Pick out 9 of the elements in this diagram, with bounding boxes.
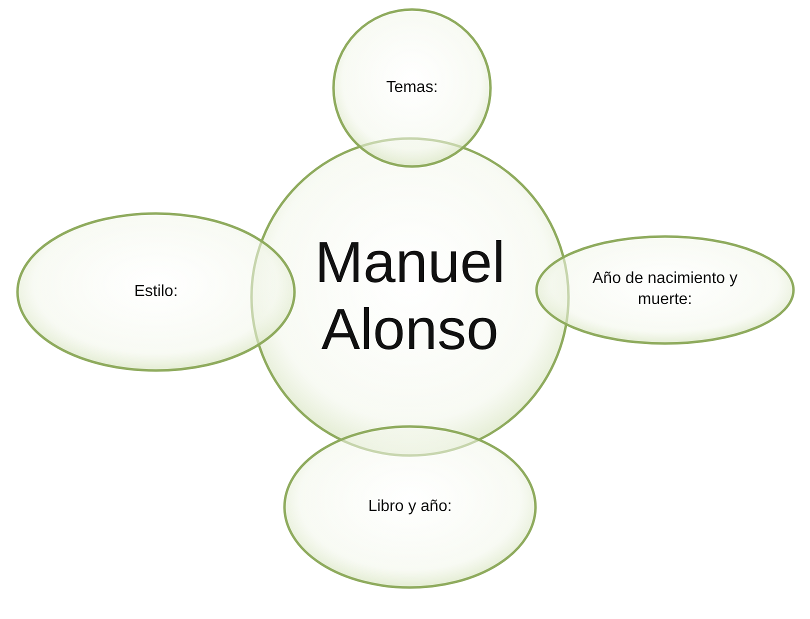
title-text: Manuel Alonso: [314, 230, 506, 364]
ellipse-node: [283, 425, 537, 589]
node-label: Estilo:: [134, 282, 178, 302]
node-label: Año de nacimiento y muerte:: [592, 269, 738, 310]
ellipse-node: [535, 235, 795, 345]
node-label: Libro y año:: [368, 496, 452, 517]
ellipse-node: [16, 212, 296, 372]
node-label: Temas:: [386, 78, 438, 98]
circle-node: [332, 8, 492, 168]
